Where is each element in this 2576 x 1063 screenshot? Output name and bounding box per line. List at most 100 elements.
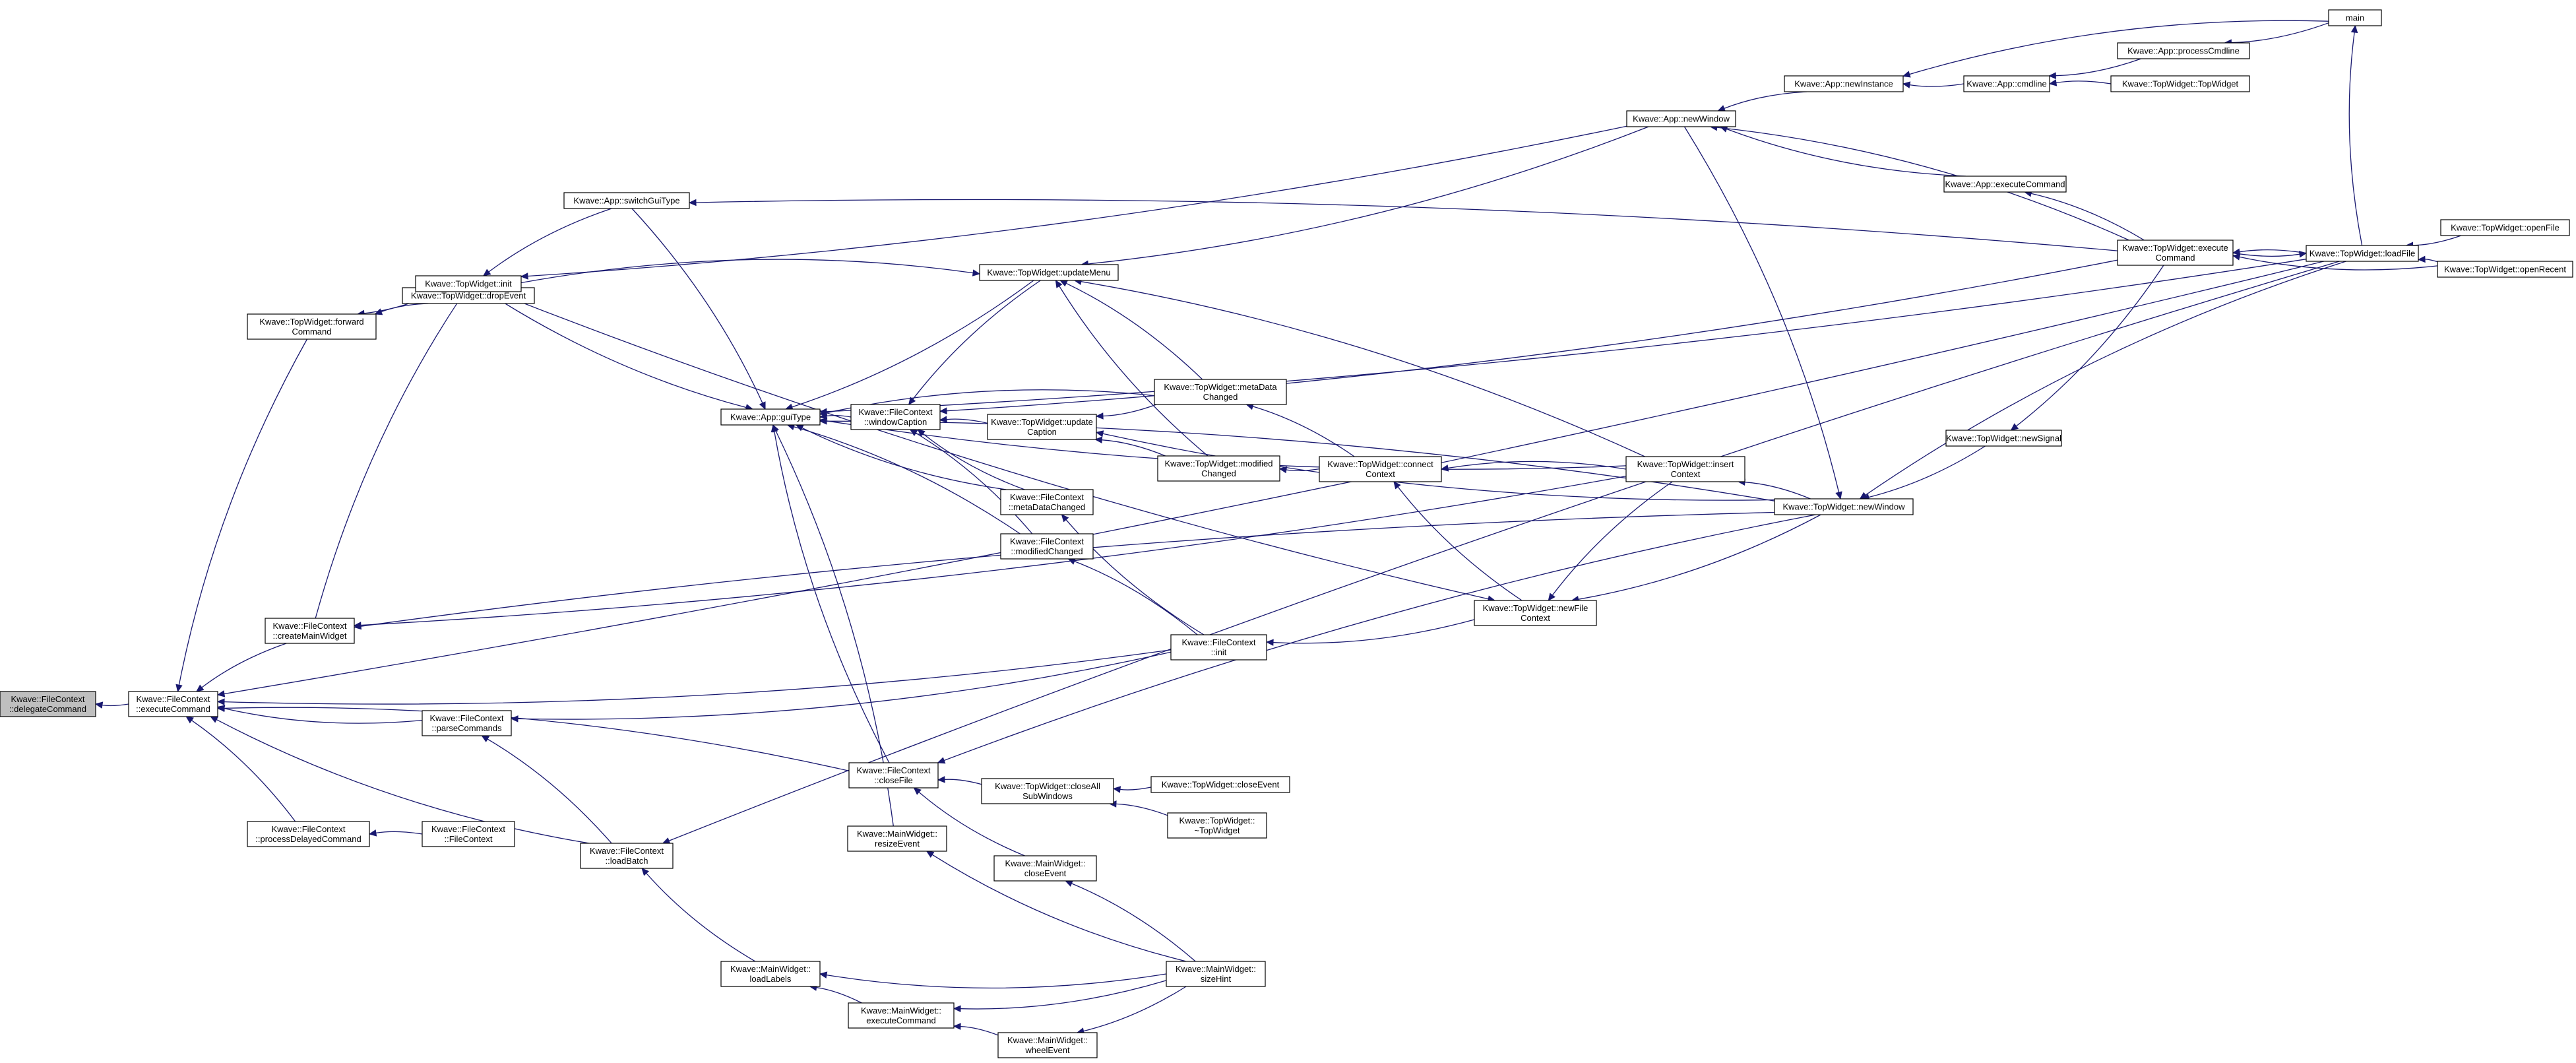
node-fc_modCh[interactable]: Kwave::FileContext::modifiedChanged bbox=[1000, 533, 1094, 560]
node-label: Kwave::MainWidget:: bbox=[1176, 964, 1256, 974]
edge-arrowhead bbox=[913, 787, 922, 795]
node-tw_dtor[interactable]: Kwave::TopWidget::~TopWidget bbox=[1167, 812, 1267, 839]
edge-line bbox=[375, 831, 423, 835]
node-box bbox=[848, 762, 939, 789]
node-tw_newWin[interactable]: Kwave::TopWidget::newWindow bbox=[1774, 498, 1914, 515]
edge-arrowhead bbox=[216, 705, 225, 712]
node-mw_resize[interactable]: Kwave::MainWidget::resizeEvent bbox=[847, 825, 947, 852]
node-mw_closeEv[interactable]: Kwave::MainWidget::closeEvent bbox=[993, 855, 1097, 882]
node-fc_winCap[interactable]: Kwave::FileContext::windowCaption bbox=[850, 404, 941, 430]
edge-line bbox=[826, 973, 1167, 989]
node-app_cmdline[interactable]: Kwave::App::cmdline bbox=[1963, 75, 2050, 92]
node-fc_init[interactable]: Kwave::FileContext::init bbox=[1170, 634, 1267, 660]
edge-tw_closeEv-to-tw_closeAll bbox=[1112, 786, 1152, 793]
node-app_newInst[interactable]: Kwave::App::newInstance bbox=[1784, 75, 1904, 92]
edge-tw_updCap-to-fc_winCap bbox=[939, 416, 988, 424]
node-fc_ctor[interactable]: Kwave::FileContext::FileContext bbox=[422, 821, 515, 847]
node-app_procCmd[interactable]: Kwave::App::processCmdline bbox=[2117, 42, 2250, 59]
node-app_gui[interactable]: Kwave::App::guiType bbox=[720, 408, 821, 426]
node-tw_drop[interactable]: Kwave::TopWidget::dropEvent bbox=[402, 287, 535, 304]
edge-arrowhead bbox=[1265, 639, 1274, 646]
node-label: Kwave::FileContext bbox=[431, 824, 505, 834]
node-main[interactable]: main bbox=[2328, 9, 2382, 26]
node-fc_exec[interactable]: Kwave::FileContext::executeCommand bbox=[128, 691, 218, 717]
node-label: Kwave::TopWidget::newFile bbox=[1483, 603, 1588, 613]
node-fc_createMain[interactable]: Kwave::FileContext::createMainWidget bbox=[265, 618, 355, 644]
edge-line bbox=[1868, 445, 1986, 498]
edge-line bbox=[1074, 560, 1198, 635]
edge-line bbox=[2016, 265, 2164, 427]
node-fc_procDelayed[interactable]: Kwave::FileContext::processDelayedComman… bbox=[247, 821, 370, 847]
node-tw_modCh[interactable]: Kwave::TopWidget::modifiedChanged bbox=[1157, 455, 1280, 482]
edge-arrowhead bbox=[819, 971, 828, 979]
edge-tw_modCh-to-tw_updCap bbox=[1094, 436, 1166, 457]
node-tw_openRecent[interactable]: Kwave::TopWidget::openRecent bbox=[2437, 261, 2573, 278]
edge-arrowhead bbox=[662, 837, 671, 845]
node-tw_exec[interactable]: Kwave::TopWidget::executeCommand bbox=[2117, 240, 2234, 266]
node-label: Kwave::TopWidget::closeEvent bbox=[1162, 780, 1280, 790]
edge-arrowhead bbox=[1902, 71, 1911, 78]
node-box bbox=[2437, 261, 2573, 278]
node-mw_exec[interactable]: Kwave::MainWidget::executeCommand bbox=[848, 1002, 955, 1029]
node-tw_updMenu[interactable]: Kwave::TopWidget::updateMenu bbox=[979, 264, 1119, 281]
node-label: Kwave::TopWidget::updateMenu bbox=[987, 268, 1110, 278]
node-tw_metaCh[interactable]: Kwave::TopWidget::metaDataChanged bbox=[1154, 379, 1287, 405]
node-label: resizeEvent bbox=[875, 839, 920, 849]
edge-arrowhead bbox=[1278, 466, 1288, 474]
edge-line bbox=[488, 208, 612, 273]
edge-tw_exec-to-fc_winCap bbox=[939, 259, 2118, 414]
edge-tw_drop-to-tw_forward bbox=[374, 303, 429, 315]
node-tw_ctor[interactable]: Kwave::TopWidget::TopWidget bbox=[2110, 75, 2250, 92]
node-label: Kwave::TopWidget::newWindow bbox=[1783, 502, 1906, 512]
edge-arrowhead bbox=[2232, 253, 2241, 261]
edge-mw_size-to-mw_exec bbox=[953, 980, 1167, 1012]
edge-arrowhead bbox=[2350, 24, 2358, 34]
node-app_newWin[interactable]: Kwave::App::newWindow bbox=[1626, 110, 1736, 127]
node-box bbox=[247, 821, 370, 847]
edge-arrowhead bbox=[937, 776, 945, 783]
edge-line bbox=[2348, 32, 2363, 246]
node-label: Kwave::TopWidget::newSignal bbox=[1946, 434, 2061, 443]
edge-line bbox=[2231, 22, 2329, 44]
edge-tw_init-to-app_gui bbox=[486, 291, 753, 411]
node-tw_openFile[interactable]: Kwave::TopWidget::openFile bbox=[2440, 219, 2570, 236]
node-fc_metaCh[interactable]: Kwave::FileContext::metaDataChanged bbox=[1000, 489, 1094, 515]
edge-line bbox=[2239, 256, 2438, 271]
edge-line bbox=[1724, 91, 1807, 110]
edge-line bbox=[631, 208, 763, 404]
node-box bbox=[265, 618, 355, 644]
node-fc_parse[interactable]: Kwave::FileContext::parseCommands bbox=[422, 710, 512, 736]
node-box bbox=[1945, 430, 2062, 447]
node-tw_init[interactable]: Kwave::TopWidget::init bbox=[415, 275, 522, 292]
node-app_switch[interactable]: Kwave::App::switchGuiType bbox=[563, 192, 690, 209]
node-tw_closeEv[interactable]: Kwave::TopWidget::closeEvent bbox=[1150, 776, 1290, 793]
edge-arrowhead bbox=[1095, 412, 1104, 420]
edge-line bbox=[1102, 439, 1166, 457]
node-box bbox=[247, 313, 377, 340]
node-mw_loadLabels[interactable]: Kwave::MainWidget::loadLabels bbox=[720, 961, 821, 987]
edge-tw_insert-to-fc_createMain bbox=[353, 475, 1627, 629]
node-box bbox=[987, 414, 1097, 440]
node-tw_newSignal[interactable]: Kwave::TopWidget::newSignal bbox=[1945, 430, 2062, 447]
edge-tw_newWin-to-fc_close bbox=[937, 514, 1816, 764]
node-label: Kwave::TopWidget:: bbox=[1179, 816, 1255, 825]
node-box bbox=[979, 264, 1119, 281]
node-app_execCmd[interactable]: Kwave::App::executeCommand bbox=[1943, 176, 2067, 193]
edge-line bbox=[1744, 482, 1811, 499]
node-mw_size[interactable]: Kwave::MainWidget::sizeHint bbox=[1166, 961, 1266, 987]
node-fc_close[interactable]: Kwave::FileContext::closeFile bbox=[848, 762, 939, 789]
node-fc_loadBatch[interactable]: Kwave::FileContext::loadBatch bbox=[580, 843, 674, 869]
node-box bbox=[1625, 456, 1745, 482]
node-label: Kwave::TopWidget::closeAll bbox=[995, 781, 1100, 791]
node-label: Kwave::TopWidget::modified bbox=[1164, 459, 1272, 468]
node-mw_wheel[interactable]: Kwave::MainWidget::wheelEvent bbox=[997, 1032, 1098, 1058]
node-tw_loadFile[interactable]: Kwave::TopWidget::loadFile bbox=[2306, 245, 2419, 262]
edge-tw_metaCh-to-tw_updMenu bbox=[1059, 280, 1203, 380]
edge-arrowhead bbox=[926, 851, 935, 858]
